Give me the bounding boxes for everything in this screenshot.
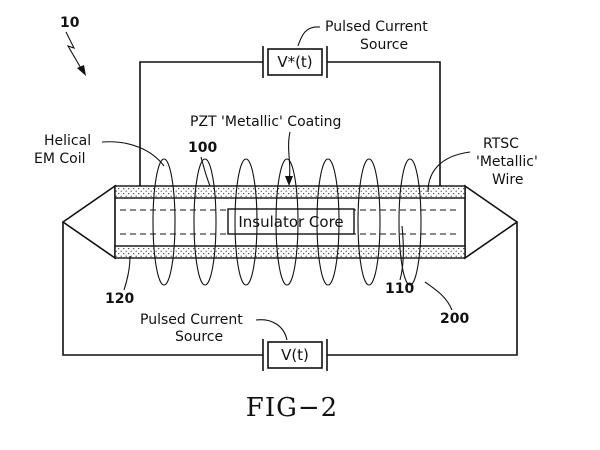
rtsc-wire-body: Insulator Core — [61, 184, 519, 260]
ref-10-arrowhead — [77, 65, 86, 76]
coating-arrowhead — [285, 176, 293, 186]
top-source-box: V*(t) — [262, 46, 328, 78]
coil-label-line1: Helical — [44, 133, 91, 149]
top-source-label-line2: Source — [360, 37, 408, 53]
top-circuit-wire — [139, 61, 441, 186]
top-source-box-label: V*(t) — [277, 53, 312, 71]
ref-110-label: 110 — [385, 281, 414, 297]
helical-em-coil — [152, 158, 422, 286]
insulator-core-box — [227, 208, 355, 235]
coating-bottom-band — [114, 245, 466, 259]
coil-label-line2: EM Coil — [34, 151, 86, 167]
bottom-circuit-wire — [62, 222, 518, 356]
wire-label-line2: 'Metallic' — [476, 154, 538, 170]
bottom-source-box-label: V(t) — [281, 346, 309, 364]
top-source-label-line1: Pulsed Current — [325, 19, 428, 35]
ref-10-label: 10 — [60, 15, 80, 31]
ref-200-label: 200 — [440, 311, 469, 327]
bottom-source-label-line1: Pulsed Current — [140, 312, 243, 328]
figure-caption: FIG−2 — [246, 393, 338, 423]
wire-label-line1: RTSC — [483, 136, 519, 152]
coating-top-band — [114, 185, 466, 199]
wire-label-line3: Wire — [492, 172, 524, 188]
coating-label: PZT 'Metallic' Coating — [190, 114, 341, 130]
ref-100-label: 100 — [188, 140, 217, 156]
bottom-source-label-line2: Source — [175, 329, 223, 345]
insulator-core-label: Insulator Core — [238, 213, 343, 231]
ref-120-label: 120 — [105, 291, 134, 307]
bottom-source-box: V(t) — [262, 339, 328, 371]
